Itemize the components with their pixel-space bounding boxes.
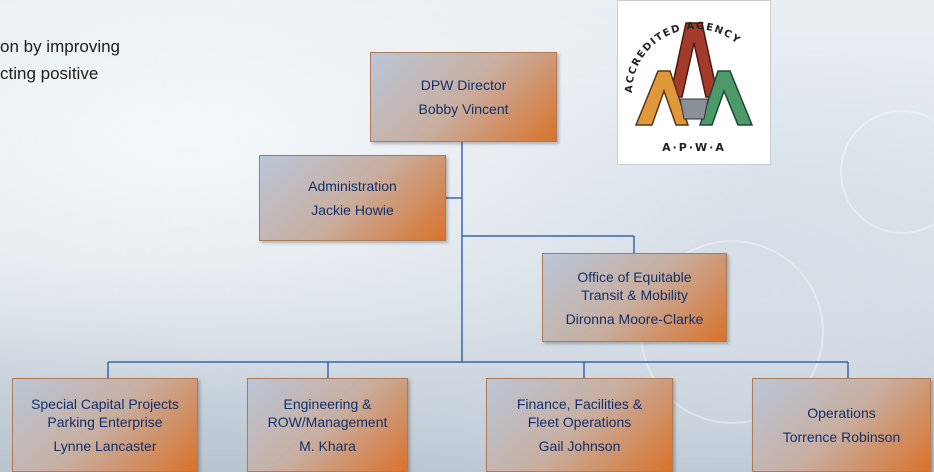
box-title-line: Special Capital Projects	[31, 396, 179, 412]
box-title: Administration	[308, 178, 397, 194]
box-title-line: Finance, Facilities &	[516, 396, 643, 412]
org-box-division-engineering: Engineering & ROW/Management M. Khara	[247, 378, 408, 472]
box-title-line: Operations	[807, 405, 876, 421]
intro-line: on by improving	[0, 37, 121, 56]
intro-line: cting positive	[0, 64, 99, 83]
logo-bottom-text: A·P·W·A	[662, 141, 726, 154]
intro-text: on by improving cting positive	[0, 33, 240, 87]
apwa-logo-graphic: ACCREDITED AGENCY A·P·W·A	[624, 21, 754, 154]
box-title-line: Transit & Mobility	[581, 286, 688, 303]
box-title-line: ROW/Management	[267, 414, 388, 430]
box-title-line: Fleet Operations	[527, 414, 632, 430]
box-title-line: Engineering &	[283, 396, 372, 412]
org-box-division-finance: Finance, Facilities & Fleet Operations G…	[486, 378, 673, 472]
org-box-equitable-transit: Office of Equitable Transit & Mobility D…	[542, 253, 727, 342]
box-person: Torrence Robinson	[782, 429, 901, 445]
org-box-director: DPW Director Bobby Vincent	[370, 52, 557, 142]
box-person: Lynne Lancaster	[53, 438, 157, 454]
box-person: Gail Johnson	[538, 438, 621, 454]
org-box-division-operations: Operations Torrence Robinson	[752, 378, 931, 472]
box-person: Jackie Howie	[311, 202, 394, 218]
org-box-division-special-capital: Special Capital Projects Parking Enterpr…	[12, 378, 198, 472]
box-title-line: Parking Enterprise	[47, 414, 163, 430]
apwa-accredited-logo: ACCREDITED AGENCY A·P·W·A	[617, 0, 771, 165]
box-title: DPW Director	[420, 77, 507, 93]
box-person: M. Khara	[299, 438, 356, 454]
box-title-line: Office of Equitable	[577, 268, 692, 285]
box-person: Bobby Vincent	[418, 101, 509, 117]
org-box-administration: Administration Jackie Howie	[259, 155, 446, 241]
box-person: Dironna Moore-Clarke	[565, 310, 704, 327]
